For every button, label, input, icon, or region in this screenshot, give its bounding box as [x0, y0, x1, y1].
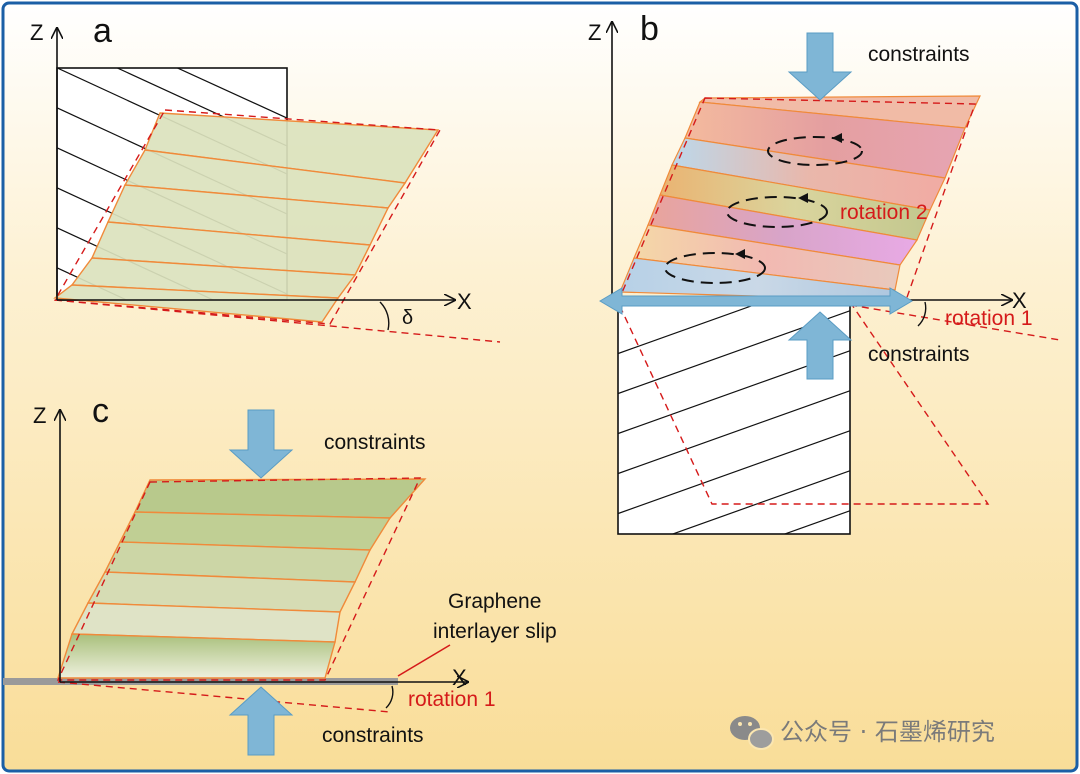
panel-a: a Z X δ [30, 12, 501, 343]
panel-a-letter: a [93, 12, 112, 50]
panel-c-sheared-layers [57, 478, 427, 679]
panel-b-rotation-loops [664, 136, 863, 284]
panel-b-top-constraints-label: constraints [868, 43, 970, 66]
panel-b-dashed-projection [617, 301, 990, 505]
panel-a-dashed-outline [53, 109, 442, 325]
panel-b-rotation1-label: rotation 1 [945, 307, 1033, 330]
panel-c-rotation1-arc [385, 685, 394, 709]
panel-c-slip-label-line2: interlayer slip [433, 620, 557, 643]
panel-b-z-label: Z [588, 20, 601, 45]
panel-b-loop-arrowheads [735, 133, 842, 259]
panel-b-rotation1-arc [917, 301, 927, 327]
watermark: 公众号 · 石墨烯研究 [730, 716, 995, 750]
panel-a-dashed-tilt-line [54, 299, 501, 343]
panel-a-z-label: Z [30, 20, 43, 45]
panel-c-slip-pointer [397, 644, 451, 677]
panel-b-rotated-layers [619, 95, 981, 301]
panel-b: b Z X constraints constraints rotation 2… [588, 10, 1061, 535]
wechat-icon [730, 716, 774, 750]
panel-a-angle-arc [379, 301, 390, 331]
panel-b-letter: b [640, 10, 659, 48]
panel-a-x-label: X [457, 289, 472, 314]
panel-c-rotation1-label: rotation 1 [408, 688, 496, 711]
panel-c-bottom-constraints-label: constraints [322, 724, 424, 747]
panel-a-angle-label: δ [402, 307, 413, 329]
panel-b-top-constraint-arrow [787, 32, 853, 101]
panel-c-top-constraint-arrow [228, 409, 294, 479]
panel-c-z-label: Z [33, 403, 46, 428]
panel-b-rotation2-label: rotation 2 [840, 201, 928, 224]
panel-c-slip-label-line1: Graphene [448, 590, 541, 613]
watermark-text: 公众号 · 石墨烯研究 [780, 718, 995, 746]
panel-c-dashed-tilt-line [57, 681, 391, 713]
panel-c-top-constraints-label: constraints [324, 431, 426, 454]
panel-a-sheared-layers [53, 112, 440, 323]
panel-c-letter: c [92, 392, 109, 430]
panel-b-bottom-constraints-label: constraints [868, 343, 970, 366]
panel-c-x-label: X [452, 665, 467, 690]
panel-c-dashed-outline [56, 477, 422, 681]
panel-b-slip-double-arrow [599, 287, 913, 315]
panel-c: c Z X constraints constraints Graphene i… [3, 392, 557, 756]
panel-c-bottom-constraint-arrow [228, 686, 294, 756]
panel-b-x-label: X [1012, 288, 1027, 313]
panel-b-hatch [618, 302, 850, 534]
panel-b-bottom-constraint-arrow [787, 311, 853, 380]
